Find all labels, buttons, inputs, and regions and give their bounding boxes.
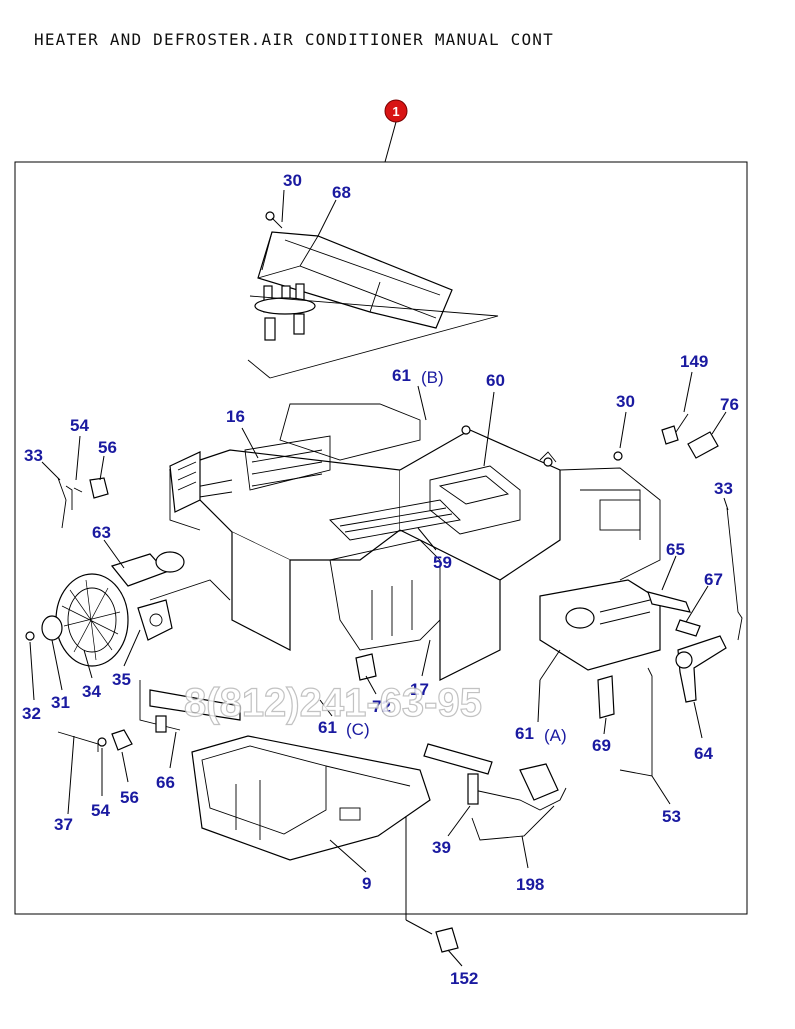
callout-65[interactable]: 65: [666, 540, 685, 559]
rod-33-left-part[interactable]: [57, 477, 67, 529]
bolt-30-right-part[interactable]: [613, 451, 623, 461]
connector-76-part[interactable]: [687, 431, 719, 459]
assembly-marker-leader: [384, 121, 397, 163]
drain-pipe-66-part[interactable]: [139, 680, 241, 733]
callout-69[interactable]: 69: [592, 736, 611, 755]
callout-30-top[interactable]: 30: [283, 171, 302, 190]
callout-66[interactable]: 66: [156, 773, 175, 792]
callout-59[interactable]: 59: [433, 553, 452, 572]
callout-64[interactable]: 64: [694, 744, 713, 763]
callout-61-c-suffix: (C): [346, 720, 370, 739]
harness-198-part[interactable]: [423, 743, 567, 841]
intake-flap-part[interactable]: [110, 551, 231, 601]
callout-67[interactable]: 67: [704, 570, 723, 589]
callout-61-c[interactable]: 61: [318, 718, 337, 737]
callout-33-right[interactable]: 33: [714, 479, 733, 498]
callout-63[interactable]: 63: [92, 523, 111, 542]
rod-33-right-part[interactable]: [726, 507, 743, 641]
callout-72[interactable]: 72: [372, 697, 391, 716]
callout-61-b-suffix: (B): [421, 368, 444, 387]
link-65-67-part[interactable]: [647, 591, 701, 637]
callouts: 30 68 61 (B) 60 149 76 30 16 54 56 33 33…: [22, 171, 739, 988]
callout-16[interactable]: 16: [226, 407, 245, 426]
heater-case-part[interactable]: [168, 403, 661, 681]
callout-149[interactable]: 149: [680, 352, 708, 371]
lever-37-54-56-bottom-part[interactable]: [57, 729, 133, 752]
evaporator-case-part[interactable]: [539, 579, 661, 681]
callout-35[interactable]: 35: [112, 670, 131, 689]
damper-arm-part[interactable]: [675, 635, 727, 703]
callout-54-top[interactable]: 54: [70, 416, 89, 435]
callout-198[interactable]: 198: [516, 875, 544, 894]
callout-34[interactable]: 34: [82, 682, 101, 701]
callout-76[interactable]: 76: [720, 395, 739, 414]
bracket-69-part[interactable]: [597, 675, 615, 719]
clip-152-part[interactable]: [435, 927, 459, 953]
callout-32[interactable]: 32: [22, 704, 41, 723]
callout-61-a[interactable]: 61: [515, 724, 534, 743]
lever-54-56-top-part[interactable]: [65, 477, 109, 510]
blower-fan-part[interactable]: [25, 573, 129, 667]
callout-17[interactable]: 17: [410, 680, 429, 699]
assembly-marker[interactable]: 1: [384, 99, 408, 123]
lower-case-part[interactable]: [191, 735, 431, 861]
watermark: 8(812)241-63-95: [184, 681, 482, 725]
callout-31[interactable]: 31: [51, 693, 70, 712]
callout-53[interactable]: 53: [662, 807, 681, 826]
leader-lines: [29, 189, 729, 967]
callout-30-right[interactable]: 30: [616, 392, 635, 411]
callout-9[interactable]: 9: [362, 874, 371, 893]
callout-152[interactable]: 152: [450, 969, 478, 988]
callout-37[interactable]: 37: [54, 815, 73, 834]
callout-56-bottom[interactable]: 56: [120, 788, 139, 807]
bolt-30-top-part[interactable]: [265, 211, 283, 229]
diagram-title: HEATER AND DEFROSTER.AIR CONDITIONER MAN…: [34, 30, 554, 49]
clip-72-part[interactable]: [355, 653, 377, 681]
heater-core-part[interactable]: [169, 451, 201, 513]
callout-33-left[interactable]: 33: [24, 446, 43, 465]
callout-60[interactable]: 60: [486, 371, 505, 390]
callout-54-bottom[interactable]: 54: [91, 801, 110, 820]
diagram-frame: [14, 161, 748, 915]
assembly-marker-label: 1: [392, 104, 399, 119]
mode-actuator-part[interactable]: [137, 599, 173, 641]
callout-61-b[interactable]: 61: [392, 366, 411, 385]
callout-68[interactable]: 68: [332, 183, 351, 202]
callout-39[interactable]: 39: [432, 838, 451, 857]
defroster-duct-part[interactable]: [247, 231, 499, 379]
callout-61-a-suffix: (A): [544, 726, 567, 745]
rod-53-part[interactable]: [619, 667, 653, 777]
sensor-149-part[interactable]: [661, 413, 689, 445]
callout-56-top[interactable]: 56: [98, 438, 117, 457]
